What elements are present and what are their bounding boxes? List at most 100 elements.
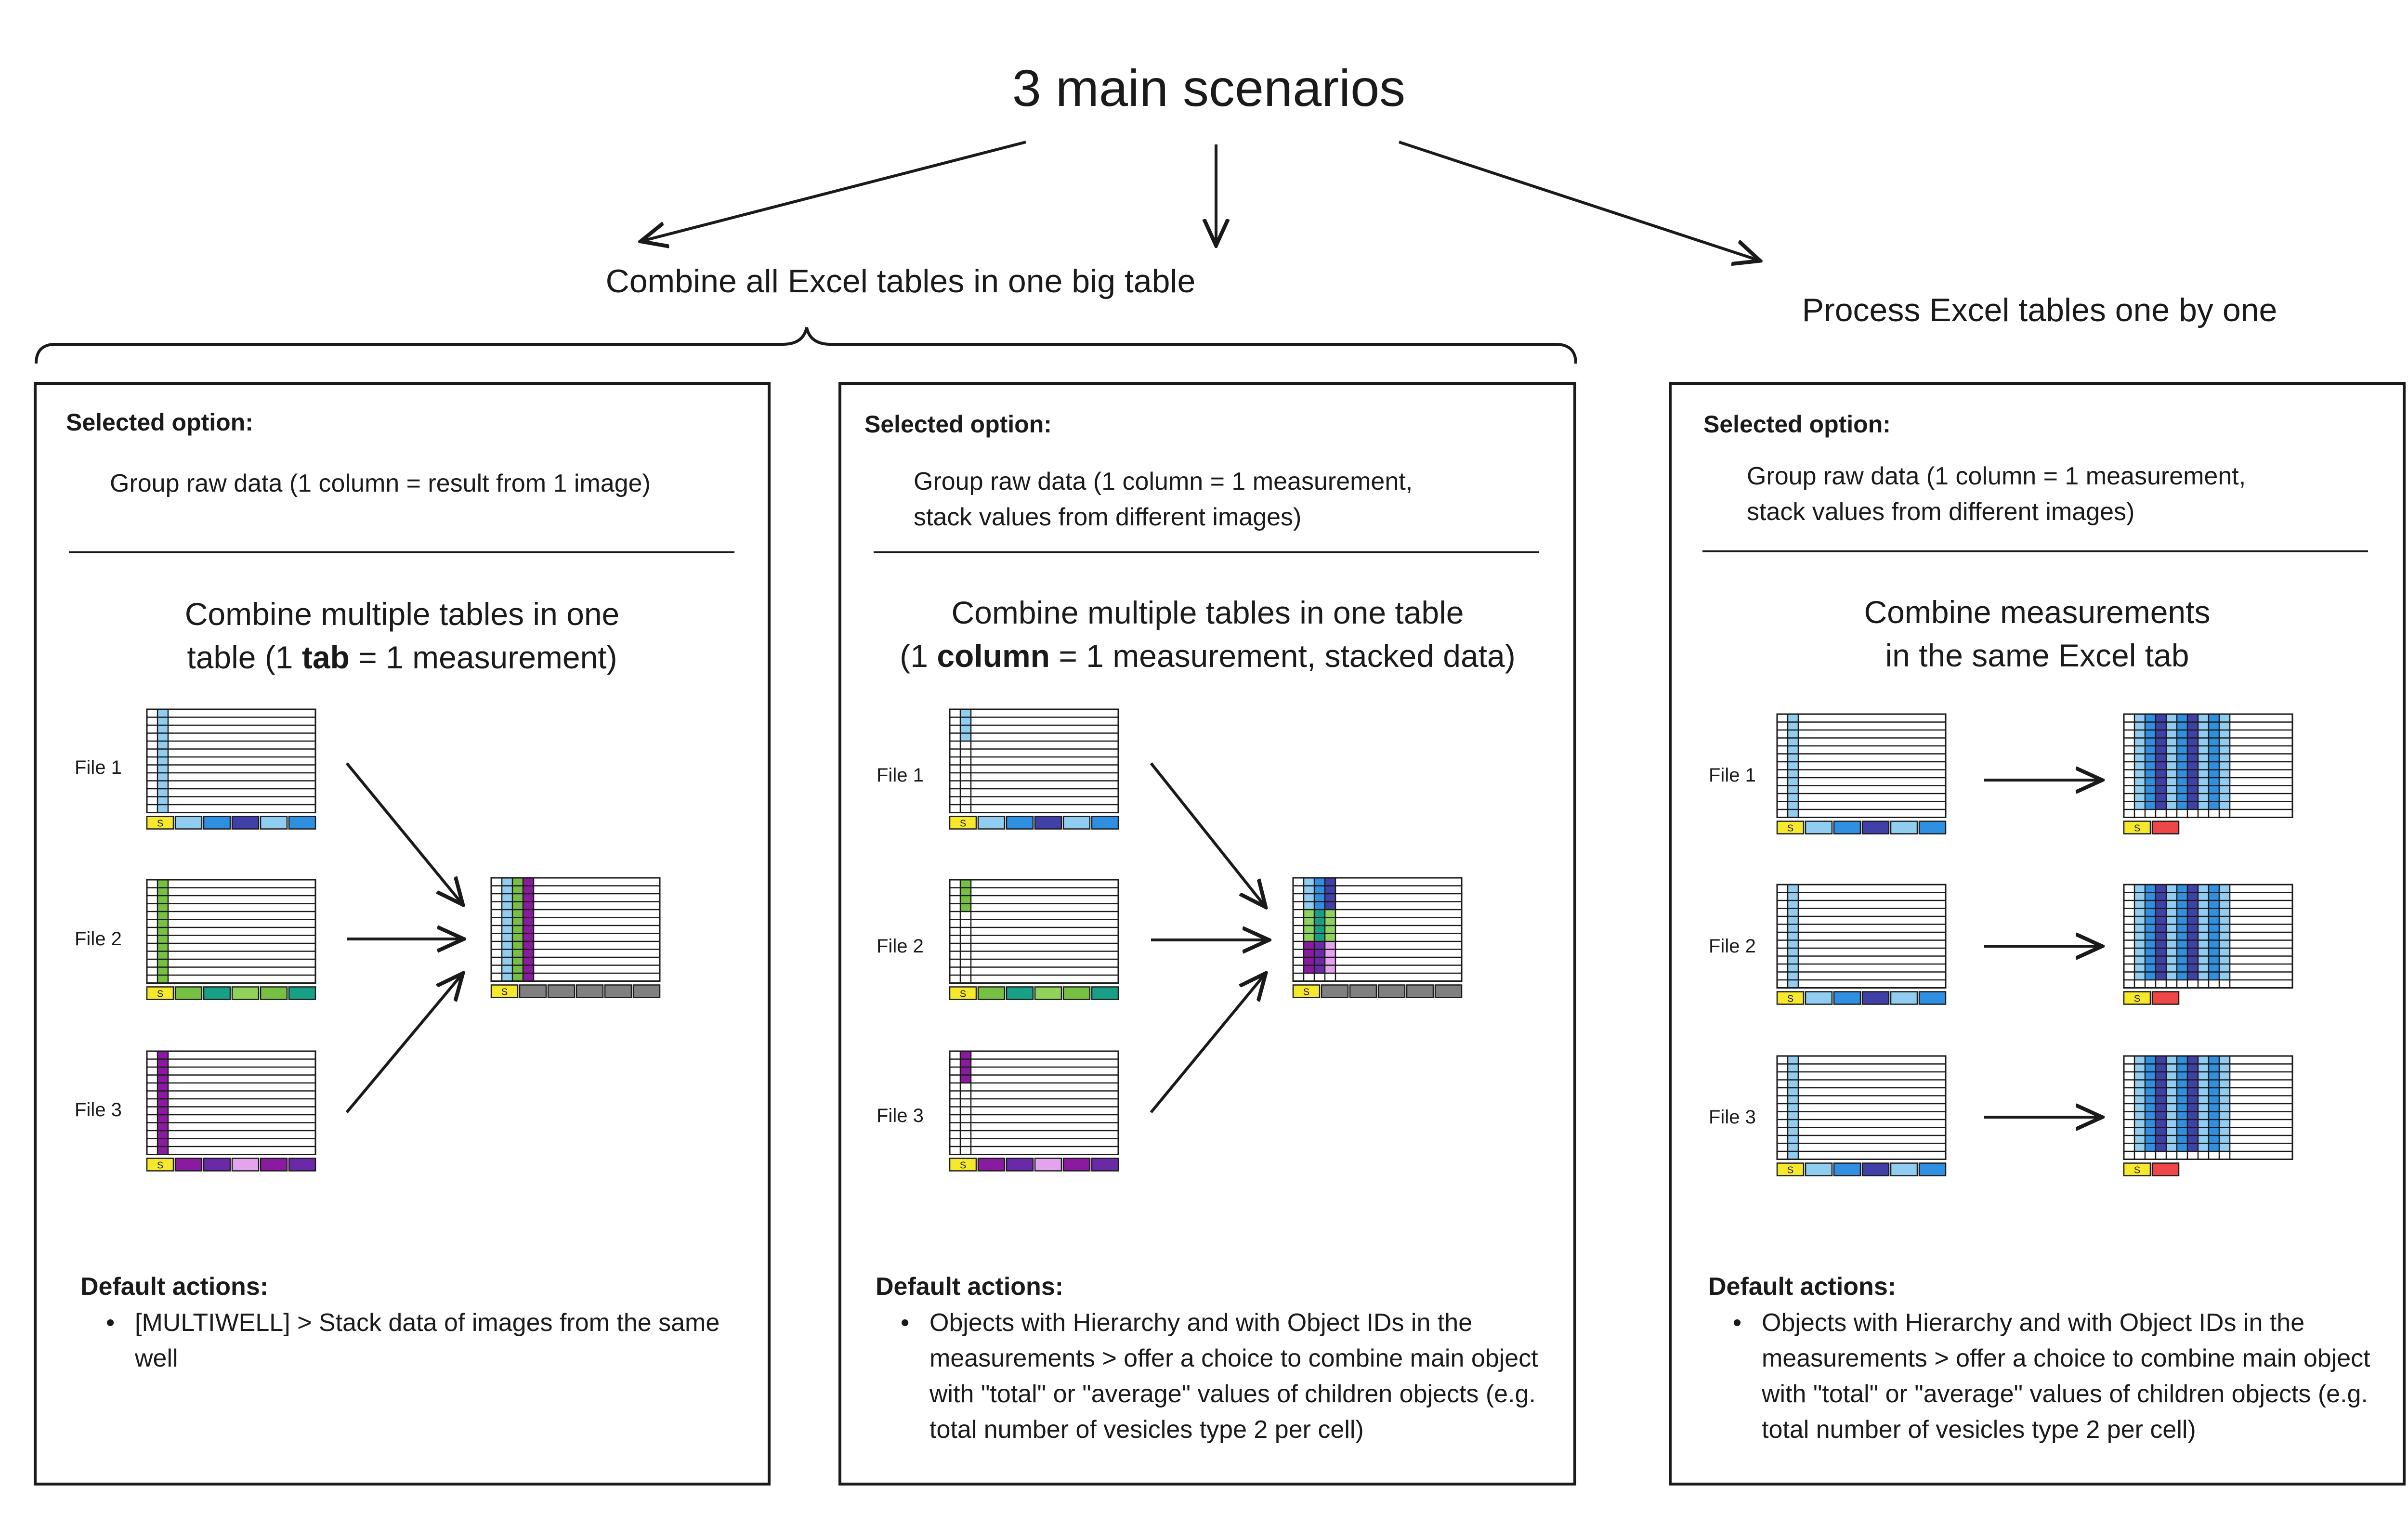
selected-option-text: Group raw data (1 column = result from 1… bbox=[110, 469, 651, 497]
sheet-tab-label: S bbox=[2134, 823, 2140, 834]
sheet-tab-s bbox=[1292, 984, 1321, 998]
sheet-tab bbox=[1062, 816, 1091, 830]
sheet-tab bbox=[203, 1158, 231, 1172]
combined-spreadsheet-icon: S bbox=[1292, 877, 1463, 998]
arrow-to-combine-left bbox=[643, 141, 1026, 241]
sheet-tab-label: S bbox=[157, 1160, 163, 1171]
divider bbox=[69, 551, 734, 553]
sheet-tab bbox=[203, 816, 231, 830]
sheet-tab bbox=[1062, 986, 1091, 1000]
spreadsheet-icon: S bbox=[146, 1050, 316, 1172]
combined-spreadsheet-icon: S bbox=[490, 877, 661, 998]
selected-option-label: Selected option: bbox=[66, 409, 253, 436]
sheet-tab bbox=[1034, 816, 1062, 830]
default-actions-title: Default actions: bbox=[80, 1273, 269, 1301]
sheet-tab bbox=[1406, 984, 1434, 998]
sheet-tab bbox=[260, 1158, 288, 1172]
sheet-tab bbox=[260, 986, 288, 1000]
sheet-tab bbox=[1062, 1158, 1091, 1172]
default-actions-list: Objects with Hierarchy and with Object I… bbox=[901, 1305, 1556, 1447]
sheet-tab bbox=[632, 984, 661, 998]
sheet-tab bbox=[1890, 991, 1918, 1005]
p1-arrow-1 bbox=[345, 762, 461, 903]
sheet-tab-label: S bbox=[157, 989, 163, 1000]
sheet-tab bbox=[288, 1158, 316, 1172]
spreadsheet-icon: S bbox=[1776, 713, 1947, 834]
multi-column-spreadsheet-icon: S bbox=[2123, 884, 2293, 1005]
sheet-tab bbox=[1321, 984, 1349, 998]
sheet-tab-label: S bbox=[960, 989, 966, 1000]
sheet-tab bbox=[576, 984, 604, 998]
sheet-tab bbox=[1918, 821, 1947, 834]
sheet-tab bbox=[1034, 986, 1062, 1000]
sheet-tab bbox=[1861, 991, 1890, 1005]
sheet-tab-s bbox=[949, 1158, 977, 1172]
spreadsheet-icon: S bbox=[949, 879, 1119, 1000]
default-action-item: Objects with Hierarchy and with Object I… bbox=[1733, 1305, 2397, 1447]
sheet-tab-s bbox=[146, 816, 174, 830]
default-actions-title: Default actions: bbox=[876, 1273, 1064, 1301]
sheet-tab-label: S bbox=[1303, 987, 1309, 998]
file-label: File 1 bbox=[75, 757, 122, 778]
panel-heading: Combine measurements in the same Excel t… bbox=[1864, 594, 2211, 673]
sheet-tab bbox=[231, 1158, 260, 1172]
multi-column-spreadsheet-icon: S bbox=[2123, 713, 2293, 834]
sheet-tab-label: S bbox=[1787, 823, 1793, 834]
sheet-tab bbox=[977, 1158, 1006, 1172]
sheet-tab-label: S bbox=[960, 819, 966, 829]
sheet-tab-label: S bbox=[1787, 994, 1793, 1004]
sheet-tab bbox=[604, 984, 632, 998]
panel-combine-tabs bbox=[34, 382, 771, 1486]
sheet-tab-s bbox=[2123, 991, 2151, 1005]
cell-fill bbox=[512, 878, 523, 981]
sheet-tab-s bbox=[2123, 821, 2151, 834]
sheet-tab bbox=[547, 984, 576, 998]
file-label: File 3 bbox=[1709, 1107, 1756, 1128]
sheet-tab bbox=[1918, 1162, 1947, 1176]
panel-heading: Combine multiple tables in one table(1 c… bbox=[900, 595, 1516, 674]
sheet-tab bbox=[1861, 821, 1890, 834]
sheet-tab-label: S bbox=[1787, 1165, 1793, 1176]
spreadsheet-icon: S bbox=[949, 708, 1119, 830]
sheet-tab-label: S bbox=[157, 819, 163, 829]
sheet-tab bbox=[1805, 991, 1833, 1005]
default-actions-title: Default actions: bbox=[1708, 1273, 1897, 1301]
sheet-tab bbox=[174, 816, 203, 830]
sheet-tab bbox=[260, 816, 288, 830]
sheet-tab-s bbox=[2123, 1162, 2151, 1176]
default-actions-list: [MULTIWELL] > Stack data of images from … bbox=[106, 1305, 746, 1376]
file-label: File 2 bbox=[877, 936, 924, 957]
sheet-tab bbox=[1006, 816, 1034, 830]
arrow-to-process bbox=[1399, 141, 1758, 260]
p2-arrow-3 bbox=[1150, 975, 1264, 1113]
sheet-tab bbox=[2151, 821, 2180, 834]
selected-option-text: Group raw data (1 column = 1 measurement… bbox=[1747, 462, 2246, 526]
sheet-tab bbox=[1434, 984, 1463, 998]
spreadsheet-icon: S bbox=[146, 879, 316, 1000]
sheet-tab bbox=[1833, 991, 1861, 1005]
sheet-tab bbox=[2151, 1162, 2180, 1176]
panel-combine-columns bbox=[838, 382, 1576, 1486]
group-label-combine: Combine all Excel tables in one big tabl… bbox=[605, 263, 1196, 300]
sheet-tab-s bbox=[949, 816, 977, 830]
sheet-tab bbox=[2151, 991, 2180, 1005]
cell-fill bbox=[157, 880, 168, 983]
sheet-tab bbox=[1034, 1158, 1062, 1172]
sheet-tab bbox=[1918, 991, 1947, 1005]
sheet-tab-s bbox=[1776, 821, 1805, 834]
spreadsheet-icon: S bbox=[146, 708, 316, 830]
combine-brace bbox=[35, 327, 1577, 364]
selected-option-label: Selected option: bbox=[864, 411, 1052, 438]
sheet-tab-s bbox=[949, 986, 977, 1000]
sheet-tab bbox=[977, 816, 1006, 830]
divider bbox=[1702, 550, 2368, 552]
cell-fill bbox=[1788, 885, 1798, 988]
sheet-tab bbox=[1833, 1162, 1861, 1176]
sheet-tab-label: S bbox=[2134, 1165, 2140, 1176]
sheet-tab bbox=[977, 986, 1006, 1000]
file-label: File 1 bbox=[1709, 765, 1756, 786]
sheet-tab bbox=[231, 986, 260, 1000]
sheet-tab bbox=[231, 816, 260, 830]
divider bbox=[874, 551, 1539, 553]
